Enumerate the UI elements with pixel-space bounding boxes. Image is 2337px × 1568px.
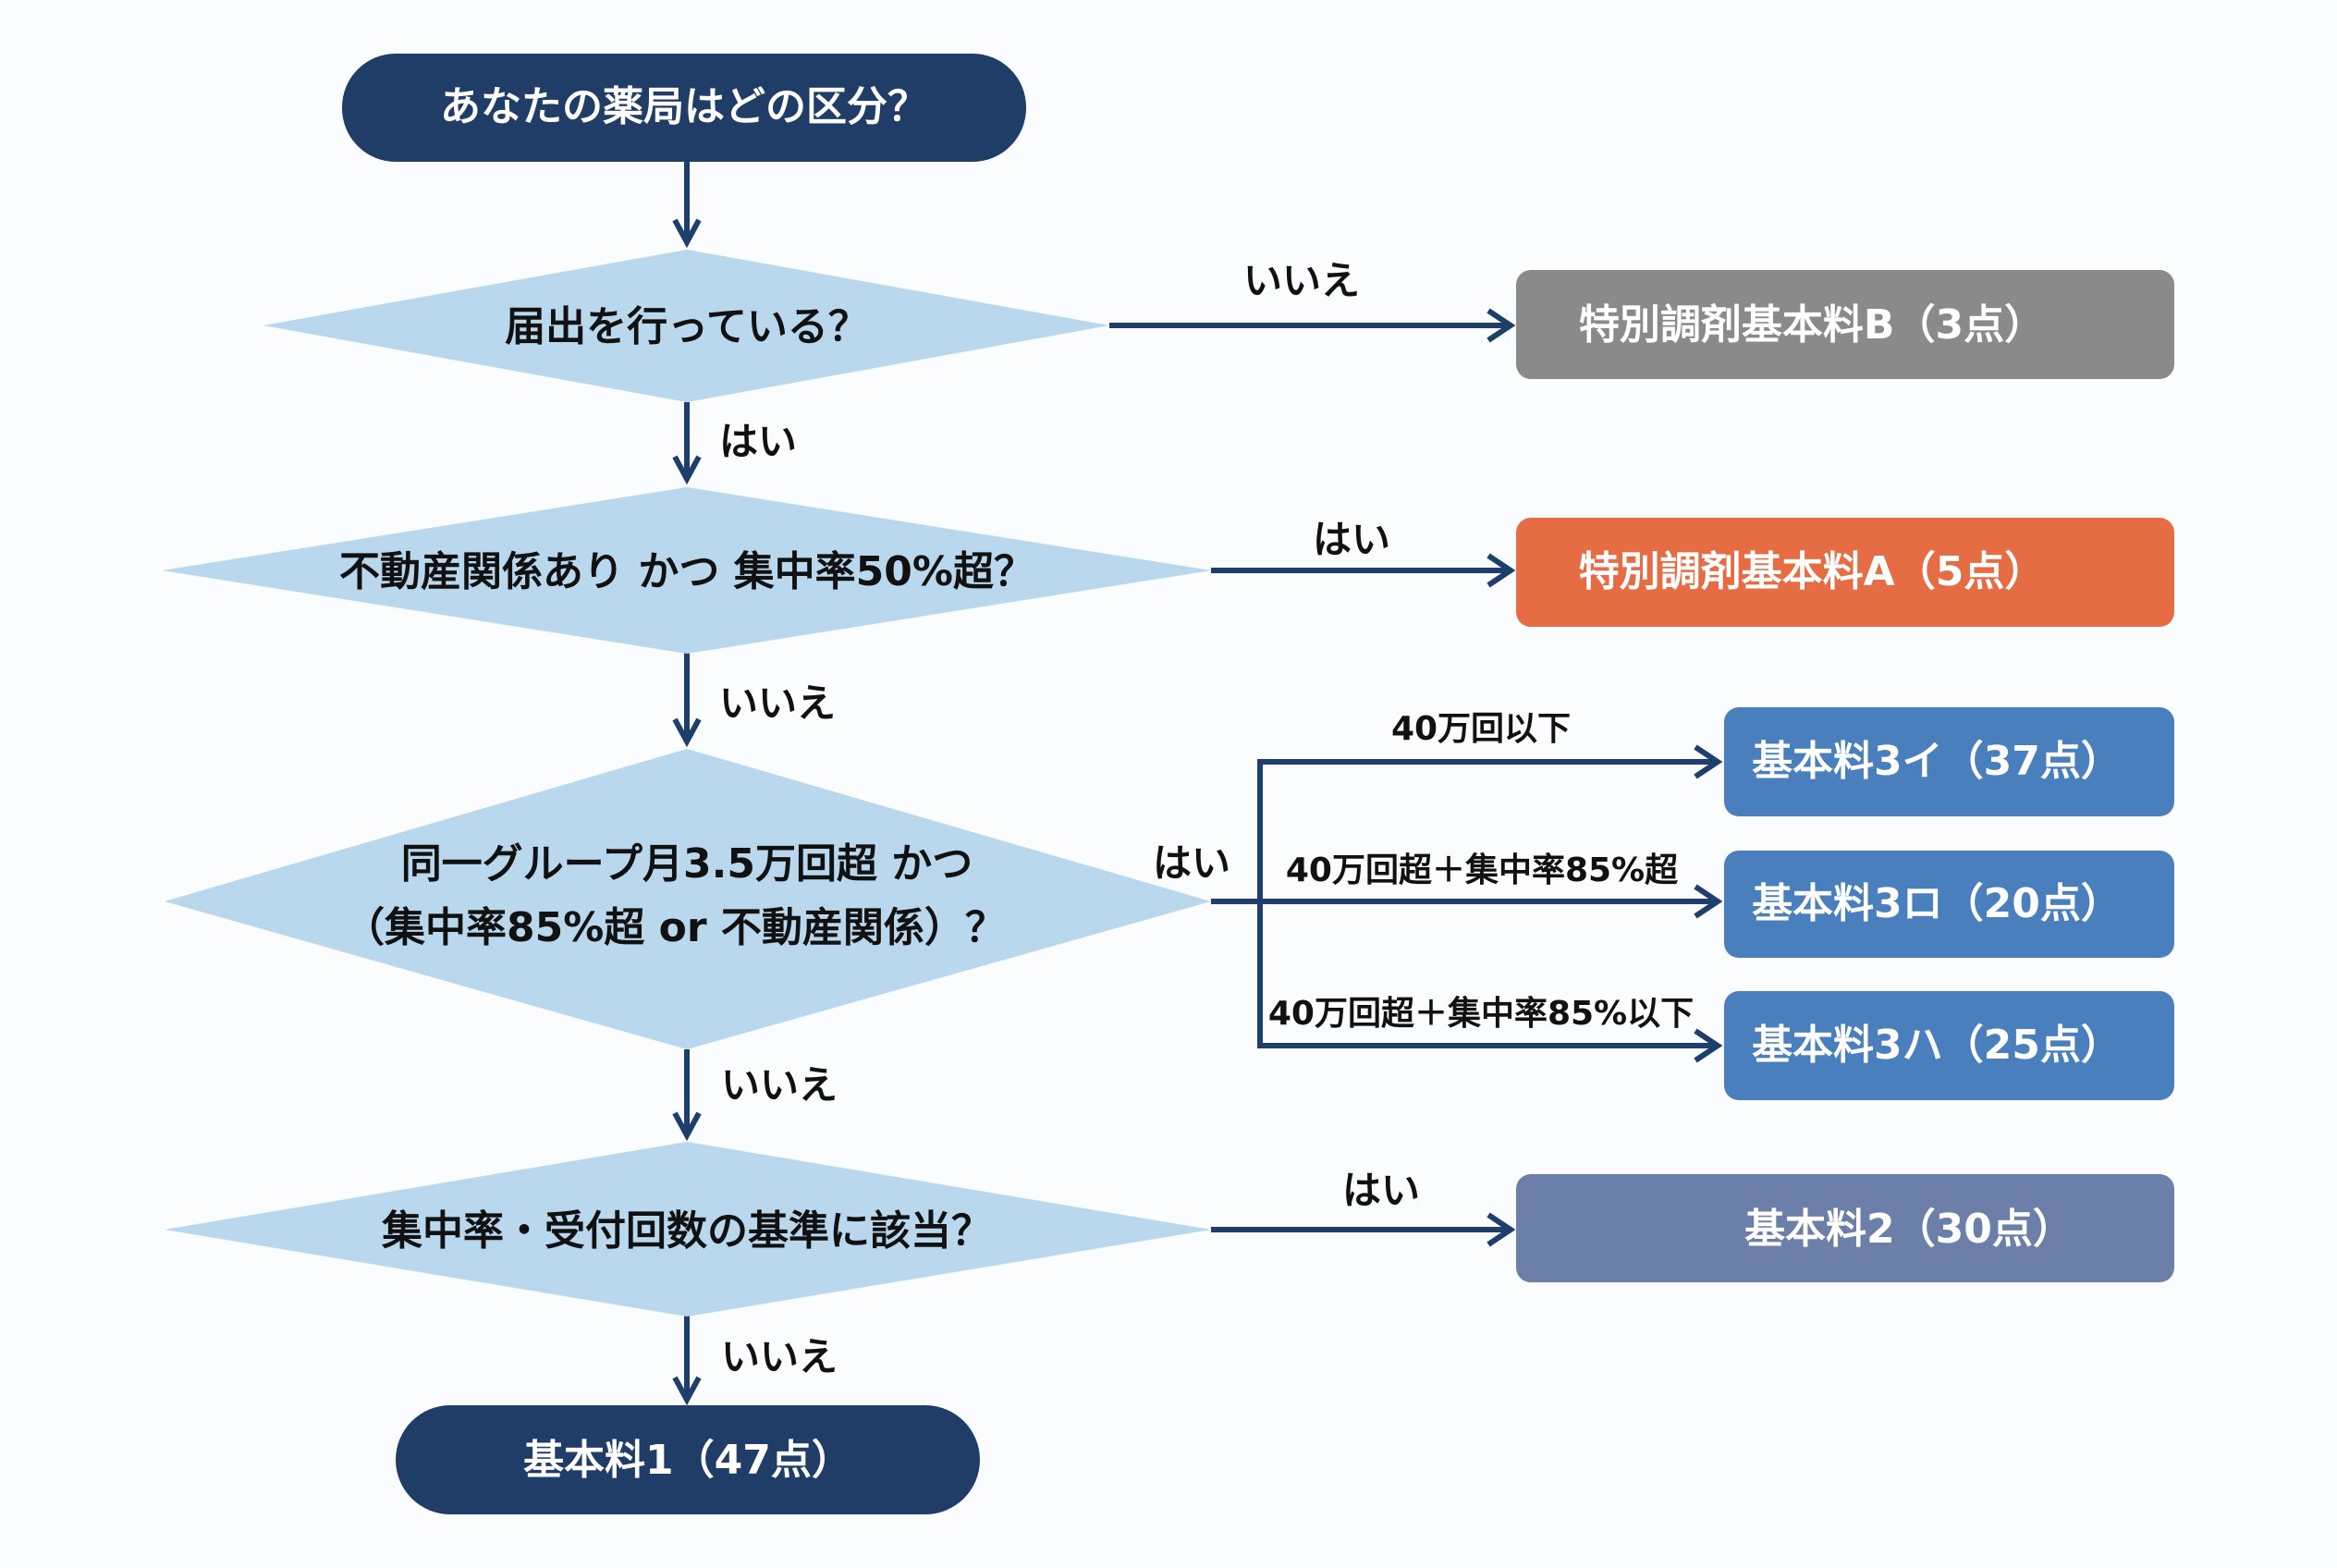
label-d4-no: いいえ	[721, 1334, 838, 1379]
arrowhead-3ha	[1694, 1028, 1723, 1063]
result-basic-3ha-text: 基本料3ハ（25点）	[1752, 1022, 2122, 1069]
start-text: あなたの薬局はどの区分？	[440, 83, 928, 130]
label-d2-no: いいえ	[719, 680, 836, 726]
result-special-a-text: 特別調剤基本料A（5点）	[1579, 548, 2046, 595]
label-branch-3i: 40万回以下	[1391, 710, 1571, 748]
decision-registered: 届出を行っている？	[263, 250, 1109, 402]
arrowhead-3ro	[1694, 884, 1723, 919]
arrowhead-3i	[1694, 744, 1723, 779]
result-basic-3i-text: 基本料3イ（37点）	[1752, 738, 2122, 785]
result-special-a: 特別調剤基本料A（5点）	[1516, 518, 2174, 627]
result-basic-3ro: 基本料3ロ（20点）	[1724, 851, 2174, 958]
arrowhead-d4-no	[672, 1376, 702, 1406]
connectors	[672, 162, 1723, 1406]
label-d1-no: いいえ	[1243, 258, 1360, 303]
arrowhead-d1-yes	[672, 455, 702, 485]
label-d3-no: いいえ	[721, 1062, 838, 1108]
arrowhead-d4-yes	[1487, 1212, 1516, 1247]
label-d1-yes: はい	[719, 419, 797, 464]
decision-criteria: 集中率・受付回数の基準に該当？	[165, 1142, 1211, 1317]
result-basic-1: 基本料1（47点）	[396, 1405, 980, 1514]
result-special-b-text: 特別調剤基本料B（3点）	[1579, 301, 2045, 349]
result-basic-2-text: 基本料2（30点）	[1744, 1206, 2074, 1253]
edge-labels: いいえ はい はい いいえ はい いいえ はい いいえ 40万回以下 40万回超…	[719, 258, 1694, 1379]
result-basic-2: 基本料2（30点）	[1516, 1174, 2174, 1282]
arrowhead-start-to-d1	[672, 218, 702, 249]
label-branch-3ha: 40万回超＋集中率85%以下	[1268, 995, 1694, 1033]
label-d4-yes: はい	[1342, 1168, 1420, 1213]
result-basic-3ha: 基本料3ハ（25点）	[1724, 991, 2174, 1100]
arrowhead-d1-no	[1487, 308, 1516, 343]
arrowhead-d3-no	[672, 1111, 702, 1142]
result-basic-1-text: 基本料1（47点）	[523, 1437, 852, 1484]
decision-real-estate-text: 不動産関係あり かつ 集中率50%超？	[339, 548, 1034, 595]
decision-group: 同一グループ月3.5万回超 かつ （集中率85%超 or 不動産関係）？	[165, 749, 1211, 1049]
decision-group-text-line2: （集中率85%超 or 不動産関係）？	[344, 904, 1006, 951]
decision-real-estate: 不動産関係あり かつ 集中率50%超？	[162, 487, 1211, 654]
decision-registered-text: 届出を行っている？	[505, 303, 869, 350]
result-basic-3ro-text: 基本料3ロ（20点）	[1752, 880, 2122, 927]
decision-criteria-text: 集中率・受付回数の基準に該当？	[381, 1207, 992, 1255]
arrowhead-d2-yes	[1487, 553, 1516, 588]
result-basic-3i: 基本料3イ（37点）	[1724, 707, 2174, 816]
decision-group-text-line1: 同一グループ月3.5万回超 かつ	[401, 840, 973, 888]
label-branch-3ro: 40万回超＋集中率85%超	[1286, 851, 1679, 889]
arrowhead-d2-no	[672, 717, 702, 748]
label-d2-yes: はい	[1313, 517, 1390, 562]
label-d3-yes: はい	[1153, 840, 1230, 886]
start-node: あなたの薬局はどの区分？	[342, 54, 1026, 162]
result-special-b: 特別調剤基本料B（3点）	[1516, 270, 2174, 379]
